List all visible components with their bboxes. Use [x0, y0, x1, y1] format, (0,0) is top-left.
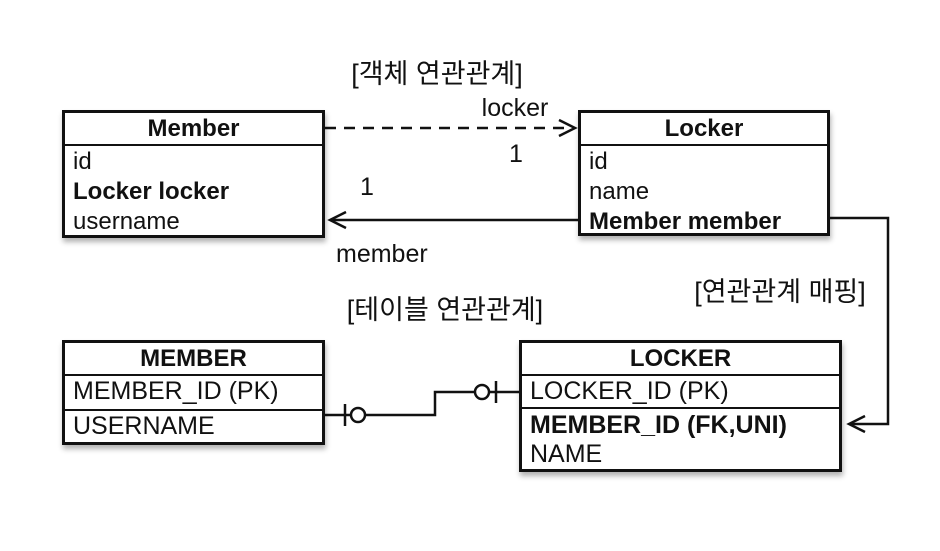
mapping-arrow	[830, 216, 890, 434]
member-field-locker: Locker locker	[73, 178, 230, 205]
locker-table-title: LOCKER	[522, 343, 839, 376]
member-multiplicity-label: 1	[360, 173, 374, 201]
locker-table-row-name: NAME	[530, 440, 603, 468]
member-table-title: MEMBER	[65, 343, 322, 376]
zero-circle-right	[473, 383, 491, 401]
locker-multiplicity-label: 1	[509, 140, 523, 168]
locker-class-title: Locker	[581, 113, 827, 146]
member-class-fields: id Locker locker username	[65, 146, 322, 237]
locker-class-box: Locker id name Member member	[578, 110, 830, 236]
locker-table-row-locker-id: LOCKER_ID (PK)	[522, 376, 839, 409]
locker-field-id: id	[589, 148, 608, 175]
locker-field-member: Member member	[589, 208, 782, 235]
member-class-title: Member	[65, 113, 322, 146]
member-field-username: username	[73, 208, 180, 235]
table-association-label: [테이블 연관관계]	[346, 295, 544, 325]
locker-role-label: locker	[481, 94, 549, 122]
locker-table-row-member-id: MEMBER_ID (FK,UNI)	[530, 411, 787, 439]
locker-table-compartment: MEMBER_ID (FK,UNI) NAME	[522, 409, 839, 469]
locker-table-box: LOCKER LOCKER_ID (PK) MEMBER_ID (FK,UNI)…	[519, 340, 842, 472]
table-relationship-connector	[325, 381, 519, 426]
locker-dashed-arrow	[325, 118, 578, 138]
mapping-label: [연관관계 매핑]	[694, 277, 866, 307]
object-association-label: [객체 연관관계]	[351, 59, 523, 89]
member-table-row-member-id: MEMBER_ID (PK)	[73, 377, 279, 405]
member-role-label: member	[336, 240, 428, 268]
member-class-box: Member id Locker locker username	[62, 110, 325, 238]
member-table-box: MEMBER MEMBER_ID (PK) USERNAME	[62, 340, 325, 445]
member-table-row-username: USERNAME	[65, 409, 322, 442]
member-field-id: id	[73, 148, 92, 175]
locker-class-fields: id name Member member	[581, 146, 827, 237]
zero-circle-left	[349, 406, 367, 424]
locker-field-name: name	[589, 178, 650, 205]
